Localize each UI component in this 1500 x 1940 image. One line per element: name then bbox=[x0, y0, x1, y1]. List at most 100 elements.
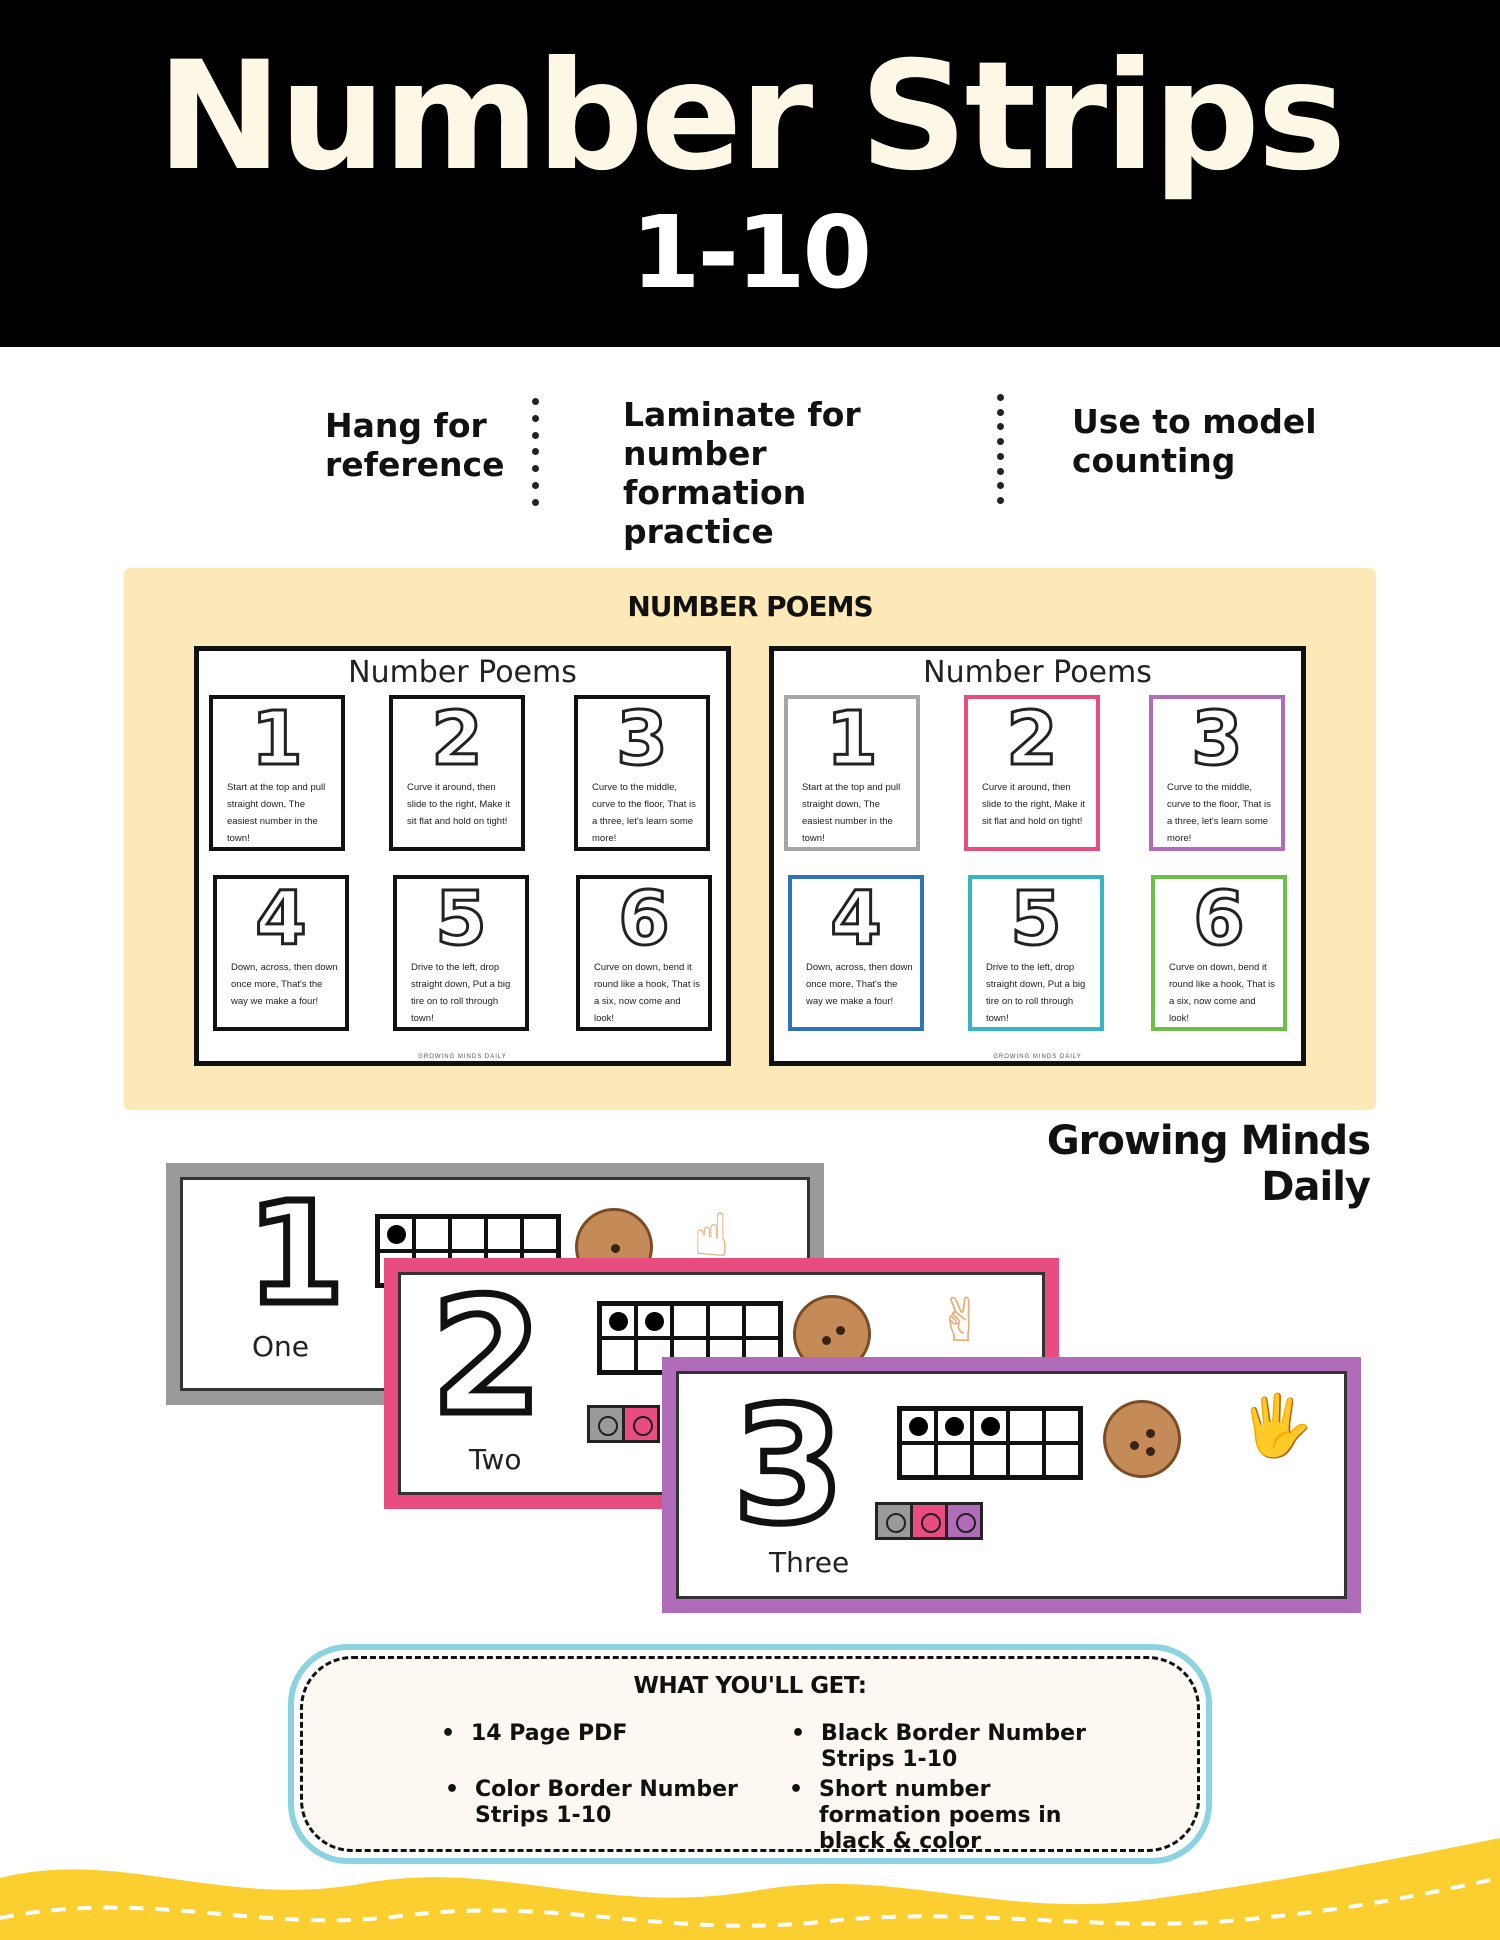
poem-card-2: 2 Curve it around, then slide to the rig… bbox=[964, 695, 1100, 851]
poem-text: Curve to the middle, curve to the floor,… bbox=[592, 782, 696, 844]
dotted-divider bbox=[532, 398, 540, 506]
cookie-icon bbox=[1103, 1400, 1181, 1478]
poem-card-3: 3 Curve to the middle, curve to the floo… bbox=[1149, 695, 1285, 851]
ten-frame-filled-cell bbox=[936, 1409, 972, 1443]
page-subtitle: 1-10 bbox=[630, 194, 872, 311]
poem-card-1: 1 Start at the top and pull straight dow… bbox=[209, 695, 345, 851]
strip-digit: 2 bbox=[427, 1263, 545, 1450]
poem-text: Start at the top and pull straight down,… bbox=[802, 782, 901, 844]
feature-counting: Use to model counting bbox=[1072, 402, 1317, 480]
what-you-get-box: WHAT YOU'LL GET: 14 Page PDF Black Borde… bbox=[288, 1644, 1212, 1864]
ten-frame-cell bbox=[600, 1338, 636, 1372]
page-title: Number Strips bbox=[156, 30, 1347, 204]
poem-digit: 4 bbox=[254, 876, 309, 962]
ten-frame-cell bbox=[450, 1217, 486, 1251]
strip-number-word: Three bbox=[769, 1546, 850, 1579]
sheet-title: Number Poems bbox=[923, 655, 1152, 690]
poem-card-3: 3 Curve to the middle, curve to the floo… bbox=[574, 695, 710, 851]
ten-frame-filled-cell bbox=[600, 1304, 636, 1338]
linking-cube bbox=[587, 1405, 625, 1443]
poem-digit: 1 bbox=[825, 696, 880, 782]
strip-number-word: One bbox=[252, 1330, 310, 1363]
poem-text: Drive to the left, drop straight down, P… bbox=[986, 962, 1086, 1024]
brand-name: Growing Minds Daily bbox=[1046, 1118, 1371, 1210]
ten-frame-cell bbox=[1008, 1443, 1044, 1477]
number-poems-heading: NUMBER POEMS bbox=[627, 590, 873, 623]
sheet-footer: GROWING MINDS DAILY bbox=[418, 1054, 507, 1060]
three-fingers-hand-icon: 🖐 bbox=[1239, 1392, 1314, 1459]
ten-frame-cell bbox=[744, 1304, 780, 1338]
poem-digit: 3 bbox=[615, 696, 670, 782]
poem-text: Curve it around, then slide to the right… bbox=[407, 782, 510, 827]
poem-card-5: 5 Drive to the left, drop straight down,… bbox=[393, 875, 529, 1031]
linking-cube bbox=[910, 1502, 948, 1540]
ten-frame-cell bbox=[672, 1304, 708, 1338]
ten-frame-filled-cell bbox=[378, 1217, 414, 1251]
feature-hang: Hang for reference bbox=[325, 406, 505, 484]
ten-frame-cell bbox=[486, 1217, 522, 1251]
dotted-divider bbox=[997, 394, 1005, 504]
poem-digit: 1 bbox=[250, 696, 305, 782]
poem-text: Curve on down, bend it round like a hook… bbox=[1169, 962, 1275, 1024]
get-item-black-border: Black Border Number Strips 1-10 bbox=[791, 1721, 1101, 1773]
poem-card-5: 5 Drive to the left, drop straight down,… bbox=[968, 875, 1104, 1031]
ten-frame-cell bbox=[1044, 1443, 1080, 1477]
ten-frame-filled-cell bbox=[900, 1409, 936, 1443]
ten-frame-cell bbox=[1044, 1409, 1080, 1443]
linking-cube bbox=[945, 1502, 983, 1540]
ten-frame-filled-cell bbox=[972, 1409, 1008, 1443]
strip-number-word: Two bbox=[469, 1443, 522, 1476]
poem-card-6: 6 Curve on down, bend it round like a ho… bbox=[1151, 875, 1287, 1031]
poem-card-2: 2 Curve it around, then slide to the rig… bbox=[389, 695, 525, 851]
poems-sheet-color: Number Poems 1 Start at the top and pull… bbox=[769, 646, 1306, 1066]
linking-cubes bbox=[587, 1405, 660, 1443]
linking-cube bbox=[622, 1405, 660, 1443]
sheet-footer: GROWING MINDS DAILY bbox=[993, 1054, 1082, 1060]
ten-frame-filled-cell bbox=[636, 1304, 672, 1338]
poem-digit: 6 bbox=[1192, 876, 1247, 962]
ten-frame-cell bbox=[936, 1443, 972, 1477]
poem-text: Drive to the left, drop straight down, P… bbox=[411, 962, 511, 1024]
ten-frame-cell bbox=[522, 1217, 558, 1251]
poem-digit: 3 bbox=[1190, 696, 1245, 782]
get-item-poems: Short number formation poems in black & … bbox=[789, 1777, 1109, 1855]
ten-frame-cell bbox=[708, 1304, 744, 1338]
poem-text: Curve it around, then slide to the right… bbox=[982, 782, 1085, 827]
pointing-one-finger-hand-icon: ☝ bbox=[693, 1202, 730, 1269]
poem-digit: 5 bbox=[1009, 876, 1064, 962]
ten-frame bbox=[897, 1406, 1083, 1480]
sheet-title: Number Poems bbox=[348, 655, 577, 690]
poem-text: Start at the top and pull straight down,… bbox=[227, 782, 326, 844]
poem-digit: 5 bbox=[434, 876, 489, 962]
poem-digit: 6 bbox=[617, 876, 672, 962]
get-item-pdf: 14 Page PDF bbox=[441, 1721, 721, 1747]
feature-laminate: Laminate for number formation practice bbox=[623, 395, 861, 551]
poem-digit: 2 bbox=[430, 696, 485, 782]
decorative-wave bbox=[0, 1838, 1500, 1940]
ten-frame-cell bbox=[900, 1443, 936, 1477]
poems-sheet-black: Number Poems 1 Start at the top and pull… bbox=[194, 646, 731, 1066]
poem-card-4: 4 Down, across, then down once more, Tha… bbox=[788, 875, 924, 1031]
get-item-color-border: Color Border Number Strips 1-10 bbox=[445, 1777, 765, 1829]
header-banner: Number Strips 1-10 bbox=[0, 0, 1500, 347]
poem-card-4: 4 Down, across, then down once more, Tha… bbox=[213, 875, 349, 1031]
strip-digit: 3 bbox=[729, 1372, 847, 1559]
poem-card-6: 6 Curve on down, bend it round like a ho… bbox=[576, 875, 712, 1031]
strip-digit: 1 bbox=[243, 1173, 347, 1336]
linking-cube bbox=[875, 1502, 913, 1540]
poem-text: Down, across, then down once more, That'… bbox=[806, 962, 913, 1007]
ten-frame-cell bbox=[1008, 1409, 1044, 1443]
ten-frame-cell bbox=[972, 1443, 1008, 1477]
poem-text: Curve to the middle, curve to the floor,… bbox=[1167, 782, 1271, 844]
ten-frame-cell bbox=[414, 1217, 450, 1251]
poem-text: Down, across, then down once more, That'… bbox=[231, 962, 338, 1007]
poem-digit: 2 bbox=[1005, 696, 1060, 782]
two-fingers-hand-icon: ✌ bbox=[936, 1287, 987, 1354]
poem-digit: 4 bbox=[829, 876, 884, 962]
ten-frame-cell bbox=[636, 1338, 672, 1372]
linking-cubes bbox=[875, 1502, 983, 1540]
number-poems-panel: NUMBER POEMS Number Poems 1 Start at the… bbox=[124, 568, 1376, 1110]
poem-text: Curve on down, bend it round like a hook… bbox=[594, 962, 700, 1024]
poem-card-1: 1 Start at the top and pull straight dow… bbox=[784, 695, 920, 851]
what-you-get-heading: WHAT YOU'LL GET: bbox=[633, 1673, 867, 1699]
